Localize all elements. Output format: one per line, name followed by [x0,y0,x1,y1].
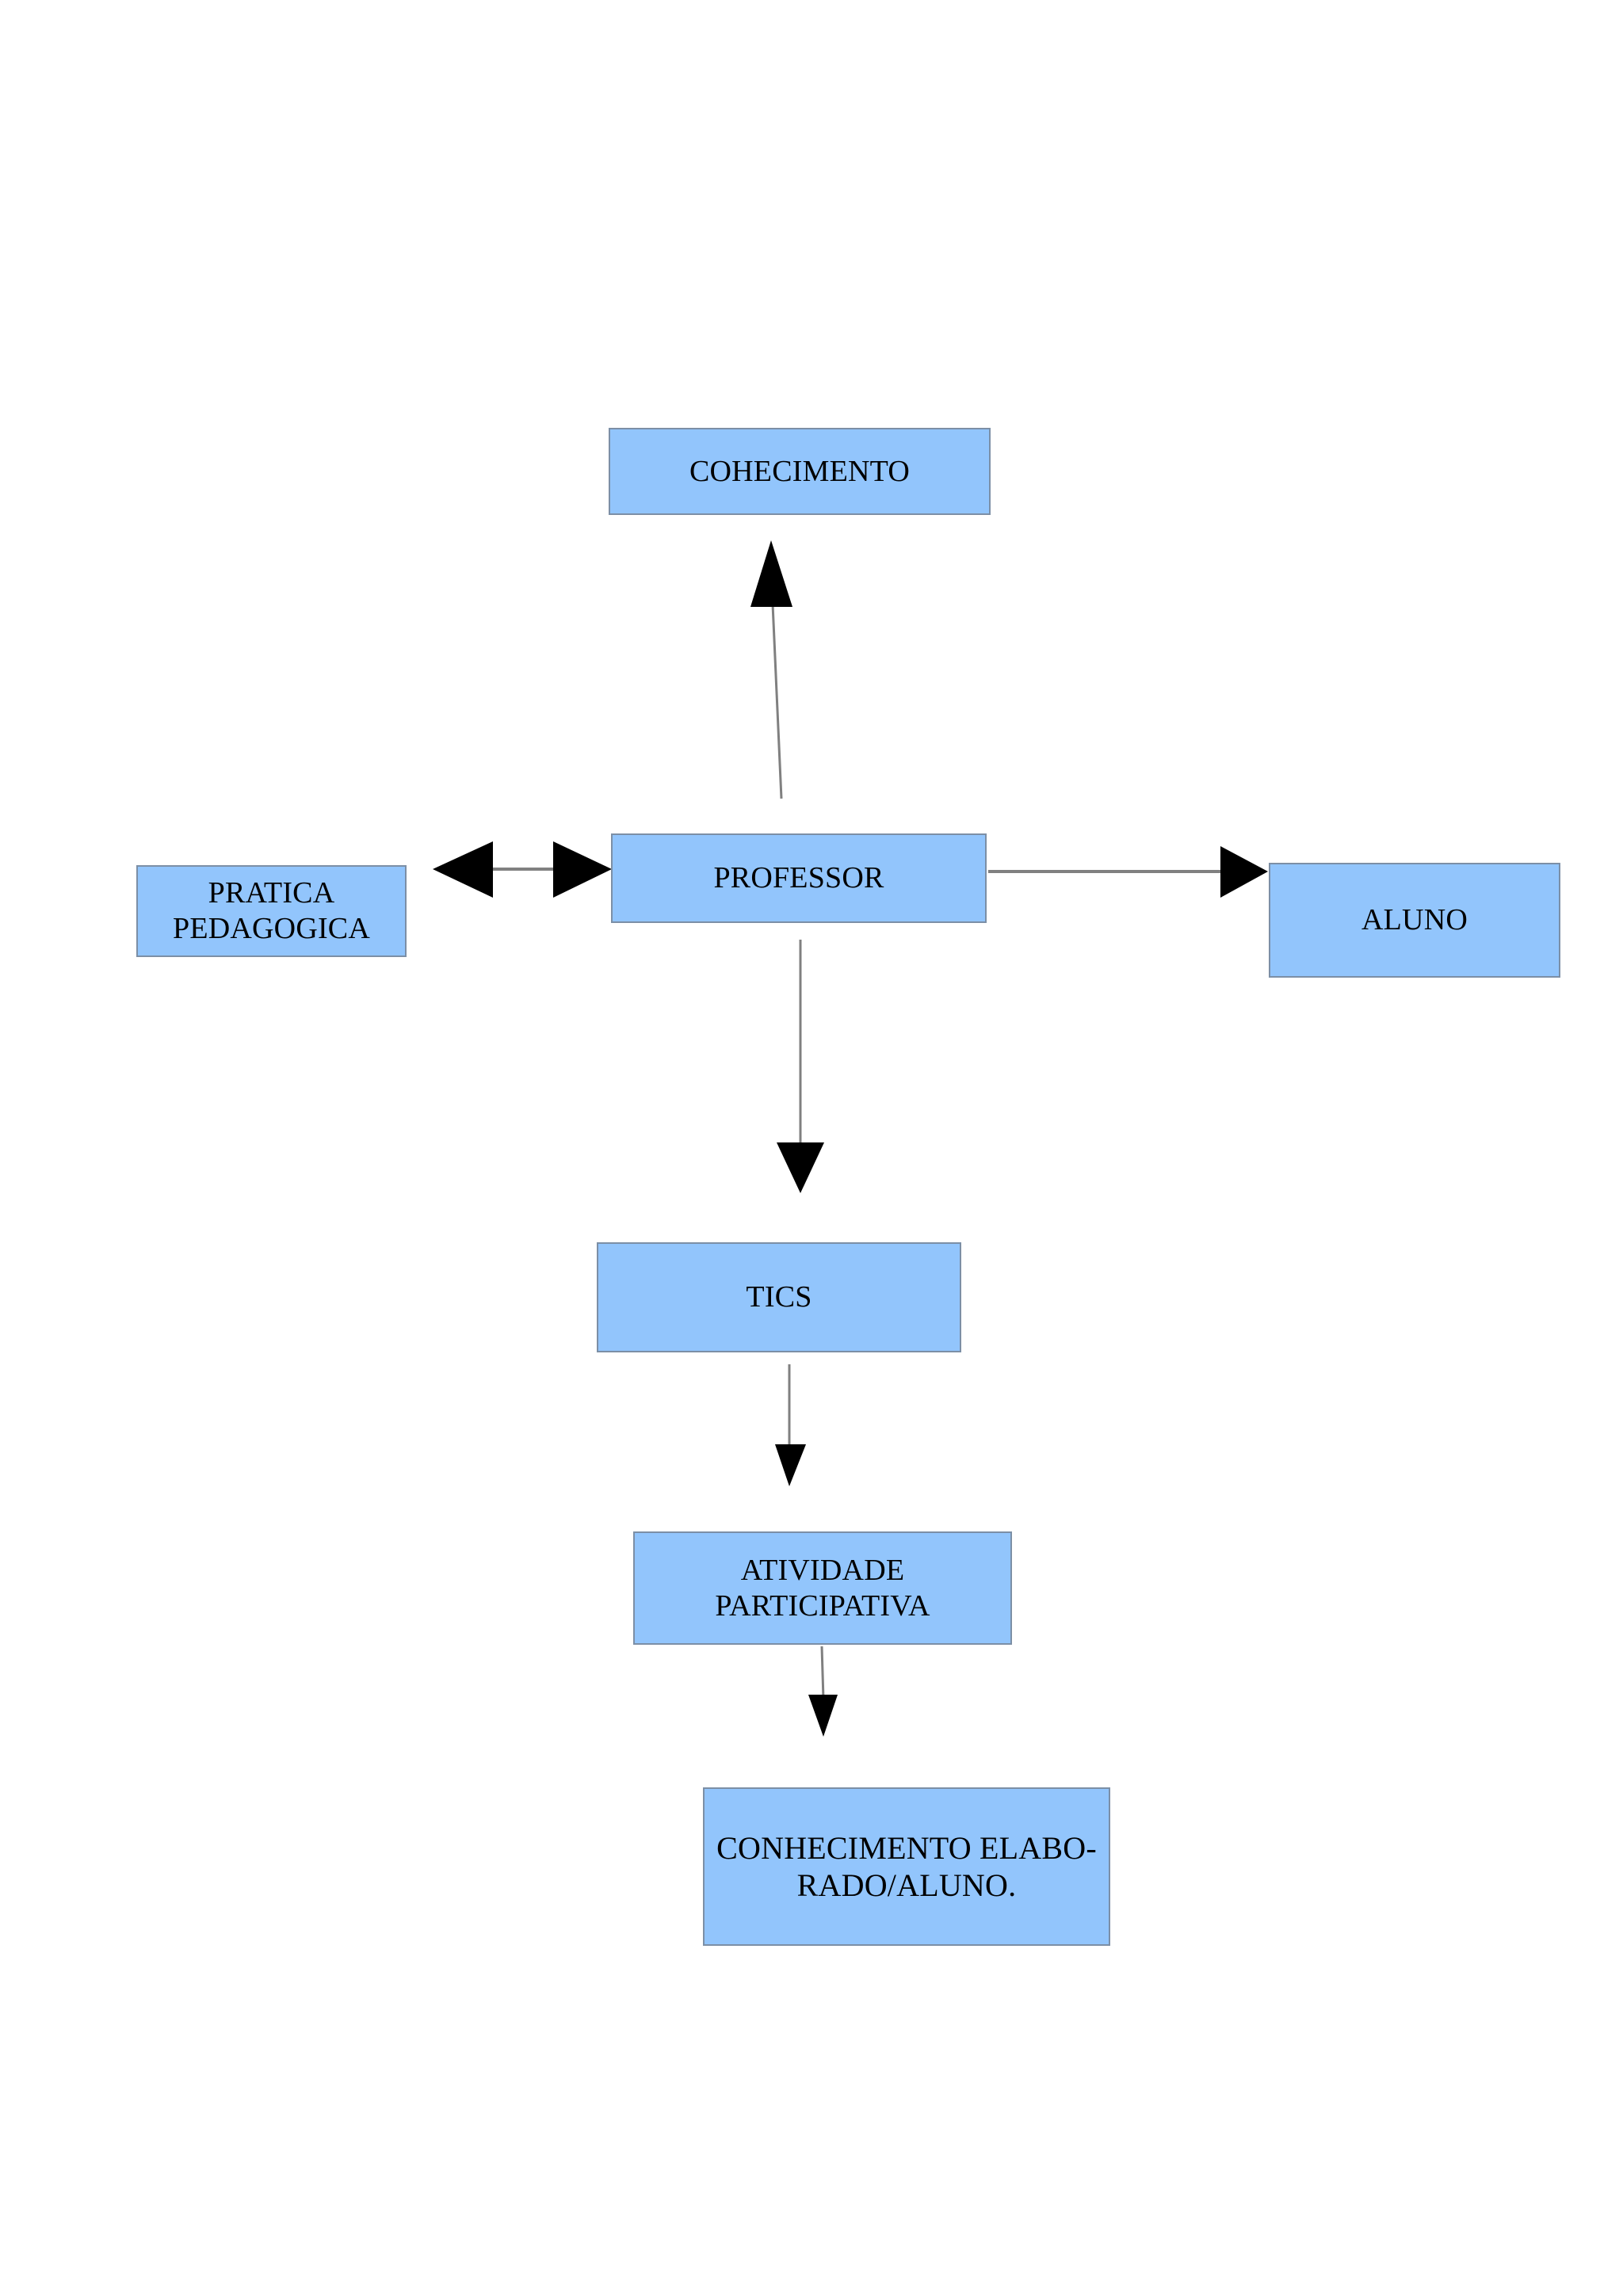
node-atividade-participativa[interactable]: ATIVIDADE PARTICIPATIVA [633,1531,1012,1645]
edge-atividade-to-conhecimento [808,1646,838,1737]
node-conhecimento-elaborado[interactable]: CONHECIMENTO ELABO- RADO/ALUNO. [703,1787,1110,1946]
node-pratica-pedagogica[interactable]: PRATICA PEDAGOGICA [136,865,407,957]
node-aluno[interactable]: ALUNO [1269,863,1560,978]
node-cohecimento[interactable]: COHECIMENTO [609,428,991,515]
edge-professor-to-tics [777,940,824,1193]
node-tics[interactable]: TICS [597,1242,961,1352]
edge-professor-pratica [433,841,612,898]
edge-tics-to-atividade [775,1364,806,1486]
node-professor[interactable]: PROFESSOR [611,833,987,923]
edge-professor-to-cohecimento [750,540,792,799]
edge-professor-to-aluno [988,846,1268,898]
